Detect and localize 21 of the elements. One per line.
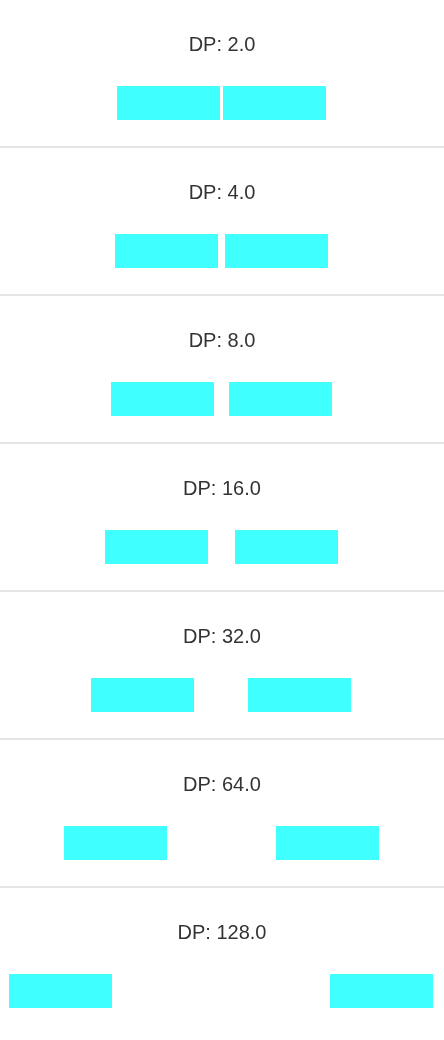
dp-label: DP: 2.0: [188, 32, 256, 57]
filled-bar: [225, 234, 328, 268]
dp-label: DP: 64.0: [183, 772, 261, 797]
filled-bar: [229, 382, 332, 416]
dp-label: DP: 16.0: [183, 476, 261, 501]
filled-bar: [235, 530, 338, 564]
dp-label: DP: 32.0: [183, 624, 261, 649]
filled-bar: [9, 974, 112, 1008]
filled-bar: [276, 826, 379, 860]
filled-bar: [105, 530, 208, 564]
filled-bar: [117, 86, 220, 120]
filled-bar: [223, 86, 326, 120]
filled-bar: [248, 678, 351, 712]
filled-bar: [91, 678, 194, 712]
filled-bar: [330, 974, 433, 1008]
dp-label: DP: 8.0: [188, 328, 256, 353]
filled-bar: [111, 382, 214, 416]
filled-bar: [64, 826, 167, 860]
filled-bar: [115, 234, 218, 268]
dp-label: DP: 4.0: [188, 180, 256, 205]
dp-label: DP: 128.0: [177, 920, 267, 945]
